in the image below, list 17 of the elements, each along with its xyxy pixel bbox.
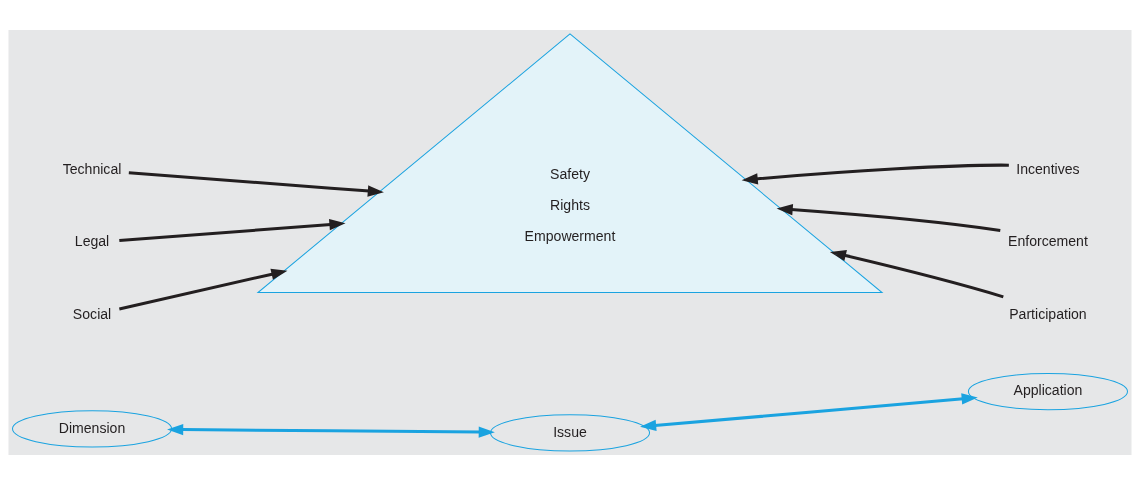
node-text: Legal: [74, 232, 110, 249]
arrow: [119, 218, 346, 242]
arrow: [119, 268, 288, 311]
arrow: [776, 203, 1001, 232]
node-ellipse: Dimension: [12, 409, 173, 447]
node-text: Incentives: [1016, 160, 1080, 177]
node-text: Social: [72, 305, 112, 322]
node-ellipse: Application: [967, 372, 1128, 410]
arrow: [741, 163, 1009, 184]
arrow: [640, 392, 978, 431]
node-text: Technical: [62, 160, 122, 177]
node-text: Participation: [1009, 305, 1087, 322]
node-ellipse: Issue: [489, 413, 651, 451]
arrow: [167, 423, 495, 438]
arrow: [829, 249, 1004, 298]
arrow: [128, 170, 384, 197]
node-text: Enforcement: [1008, 232, 1088, 249]
